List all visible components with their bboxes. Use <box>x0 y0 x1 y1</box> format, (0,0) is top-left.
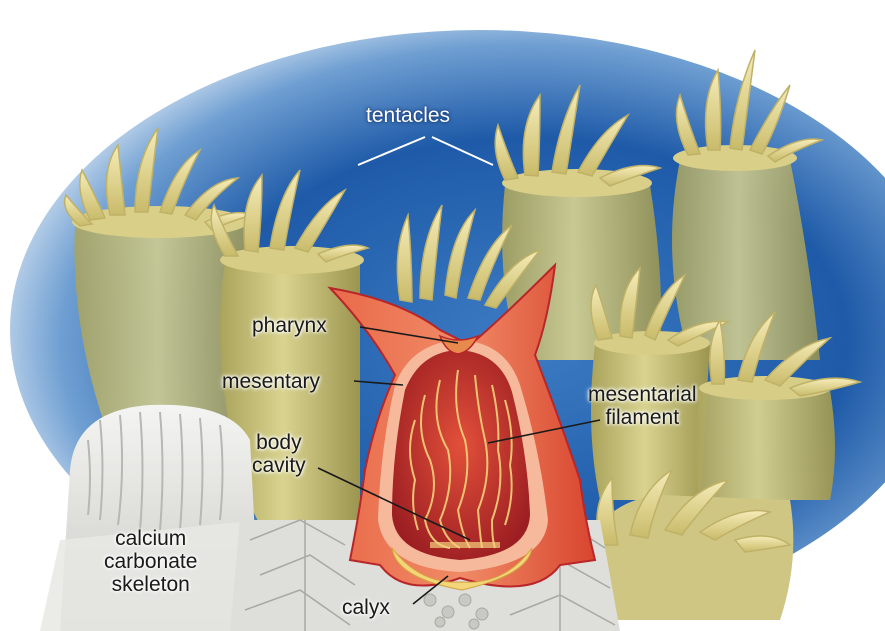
body-cavity-label: body cavity <box>252 431 306 477</box>
mesentarial-filament-label-line-1: mesentarial <box>588 383 697 406</box>
mesentary-label: mesentary <box>222 370 320 393</box>
body-cavity-label-line-1: body <box>252 431 306 454</box>
calcium-carbonate-skeleton-label: calcium carbonate skeleton <box>104 527 197 596</box>
skeleton-label-line-2: carbonate <box>104 550 197 573</box>
mesentarial-filament-label: mesentarial filament <box>588 383 697 429</box>
skeleton-label-line-1: calcium <box>104 527 197 550</box>
calyx-label: calyx <box>342 596 390 619</box>
pharynx-label: pharynx <box>252 314 327 337</box>
mesentarial-filament-label-line-2: filament <box>588 406 697 429</box>
tentacles-label: tentacles <box>366 104 450 127</box>
skeleton-label-line-3: skeleton <box>104 573 197 596</box>
body-cavity-label-line-2: cavity <box>252 454 306 477</box>
